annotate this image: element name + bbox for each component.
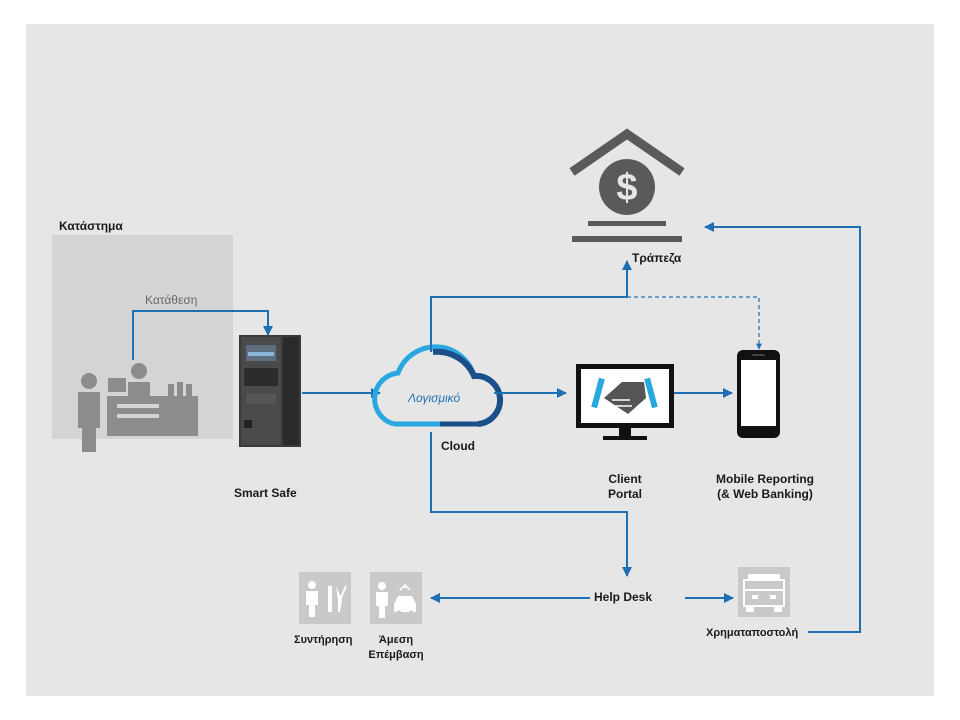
maintenance-icon bbox=[299, 572, 351, 624]
smart-safe-label: Smart Safe bbox=[234, 486, 297, 500]
transport-to-bank-arrow bbox=[704, 222, 861, 633]
bank-label: Τράπεζα bbox=[632, 251, 682, 265]
deposit-label: Κατάθεση bbox=[145, 293, 198, 307]
software-label: Λογισμικό bbox=[408, 391, 461, 405]
cash-transport-label: Χρηματαποστολή bbox=[706, 627, 799, 639]
cloud-to-bank-arrow bbox=[430, 260, 632, 352]
svg-text:$: $ bbox=[616, 167, 637, 209]
immediate-response-label: Άμεση Επέμβαση bbox=[368, 634, 424, 661]
cloud-label: Cloud bbox=[441, 439, 475, 453]
bank-icon: $ bbox=[569, 128, 685, 242]
cloud-to-helpdesk-arrow bbox=[430, 432, 632, 577]
deposit-arrow bbox=[132, 310, 273, 360]
store-label: Κατάστημα bbox=[59, 219, 123, 233]
help-desk-label: Help Desk bbox=[594, 590, 653, 604]
store-illustration bbox=[52, 235, 233, 452]
maintenance-label: Συντήρηση bbox=[294, 634, 353, 646]
client-portal-icon bbox=[576, 364, 674, 440]
client-portal-label: Client Portal bbox=[607, 472, 642, 501]
mobile-reporting-label: Mobile Reporting (& Web Banking) bbox=[716, 472, 814, 501]
cloud-icon bbox=[372, 344, 504, 427]
mobile-phone-icon bbox=[737, 350, 780, 438]
smart-safe-icon bbox=[239, 335, 301, 447]
bank-to-mobile-dashed-arrow bbox=[627, 296, 762, 350]
armored-truck-icon bbox=[738, 567, 790, 617]
immediate-response-icon bbox=[370, 572, 422, 624]
